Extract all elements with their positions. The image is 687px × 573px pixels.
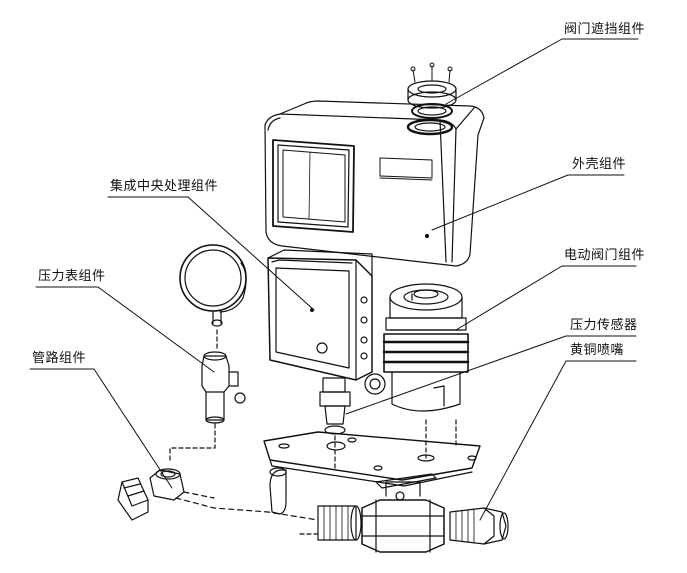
- label-housing: 外壳组件: [572, 157, 627, 172]
- leader-lines: [29, 38, 639, 521]
- label-brass-nozzle: 黄铜喷嘴: [570, 343, 625, 358]
- housing-part: [264, 100, 485, 267]
- pressure-gauge-part: [169, 244, 247, 463]
- leader-valve-cover-diag: [445, 38, 563, 105]
- label-valve-cover: 阀门遮挡组件: [564, 22, 646, 37]
- central-unit-part: [267, 249, 386, 471]
- leader-gauge-diag: [97, 286, 215, 373]
- label-pipe: 管路组件: [32, 351, 87, 366]
- motor-valve-part: [382, 283, 470, 459]
- leader-sensor-diag: [345, 335, 567, 415]
- leader-central-diag: [187, 196, 315, 311]
- valve-cover-part: [406, 62, 457, 136]
- label-pressure-sensor: 压力传感器: [570, 318, 638, 333]
- label-central-unit: 集成中央处理组件: [110, 179, 219, 194]
- leader-nozzle-diag: [479, 360, 567, 521]
- label-gauge: 压力表组件: [38, 269, 106, 284]
- leader-motor-diag: [455, 265, 563, 331]
- pipe-assembly-part: [117, 467, 509, 553]
- leader-pipe-diag: [93, 368, 173, 489]
- leader-housing-diag: [431, 174, 569, 231]
- label-motor-valve: 电动阀门组件: [564, 248, 646, 263]
- mounting-plate-part: [263, 431, 481, 487]
